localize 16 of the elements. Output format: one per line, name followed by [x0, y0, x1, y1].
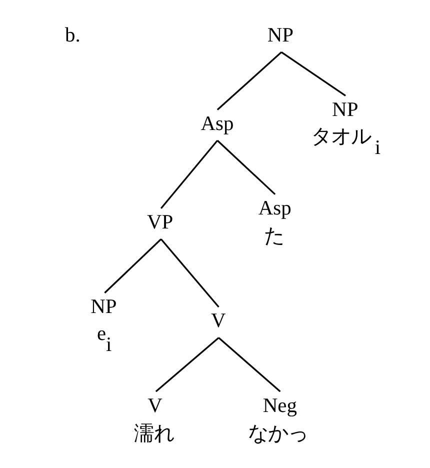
node-text: Asp	[200, 113, 234, 136]
connector	[216, 52, 282, 110]
connector	[160, 238, 219, 308]
node-text: VP	[146, 212, 173, 234]
connector	[218, 337, 280, 392]
connector	[216, 140, 276, 195]
connector	[154, 337, 219, 392]
node-text: V 濡れ	[134, 394, 174, 445]
connector	[280, 51, 346, 96]
label: b.	[64, 24, 80, 47]
connector	[104, 238, 162, 294]
node-text: NP	[266, 24, 294, 47]
node-text: Neg なかっ	[248, 394, 308, 445]
connector	[160, 140, 218, 209]
node-text: Asp た	[258, 198, 291, 248]
node-text: V	[210, 310, 226, 332]
